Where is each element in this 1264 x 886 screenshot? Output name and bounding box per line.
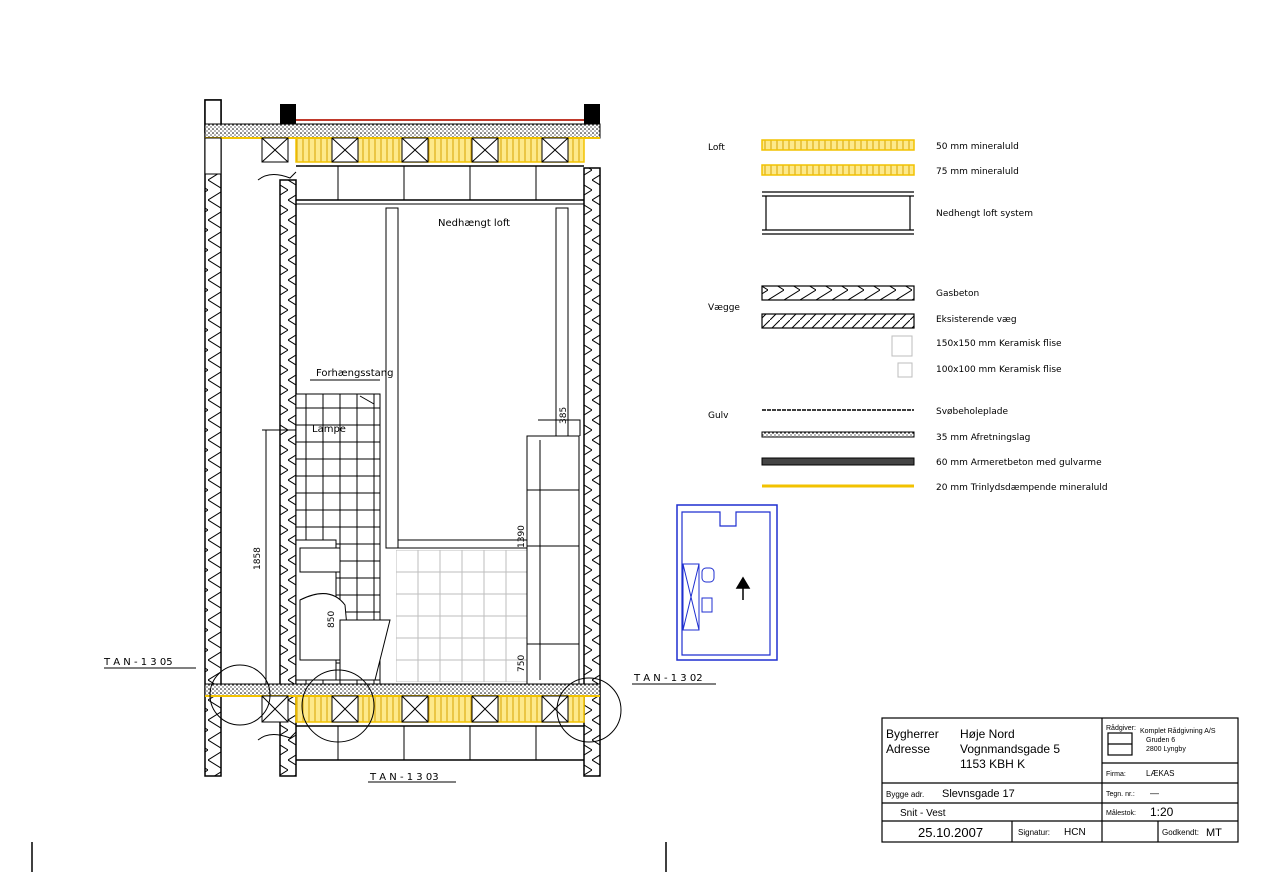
legend-item-50mm: 50 mm mineraluld — [936, 142, 1019, 152]
adresse-line2: 1153 KBH K — [960, 757, 1025, 771]
shower-screen-frame — [385, 207, 399, 549]
dimension-850: 850 — [327, 611, 337, 628]
firma-value: LÆKAS — [1146, 769, 1174, 778]
adresse-line1: Vognmandsgade 5 — [960, 742, 1060, 756]
section-ref-right: T A N - 1 3 02 — [633, 673, 703, 684]
maalestok-label: Målestok: — [1106, 809, 1136, 817]
legend-item-levelling: 35 mm Afretningslag — [936, 433, 1030, 443]
signatur-label: Signatur: — [1018, 828, 1050, 837]
section-drawing: Nedhængt loft Forhængsstang Lampe 1858 8… — [103, 99, 716, 783]
legend-item-concrete: 60 mm Armeretbeton med gulvarme — [936, 458, 1102, 468]
dimension-1390: 1390 — [517, 525, 527, 548]
right-wall — [583, 167, 601, 777]
legend-item-plate: Svøbeholeplade — [936, 407, 1008, 417]
bygherre-value: Høje Nord — [960, 727, 1015, 741]
snit-label: Snit - Vest — [900, 808, 946, 819]
legend-item-ceiling-system: Nedhengt loft system — [936, 209, 1033, 219]
legend: Loft Vægge Gulv 50 mm mineraluld 75 mm m… — [708, 139, 1108, 493]
tegn-label: Tegn. nr.: — [1106, 791, 1135, 798]
dimension-1858: 1858 — [253, 547, 263, 570]
dimension-385: 385 — [559, 407, 569, 424]
adresse-label: Adresse — [886, 742, 930, 756]
floor-slab — [204, 683, 601, 697]
legend-item-footstep: 20 mm Trinlydsdæmpende mineraluld — [936, 483, 1108, 493]
section-ref-bottom: T A N - 1 3 03 — [369, 772, 439, 783]
godkendt-label: Godkendt: — [1162, 828, 1199, 837]
legend-item-tile-150: 150x150 mm Keramisk flise — [936, 339, 1062, 349]
title-block: Bygherrer Høje Nord Adresse Vognmandsgad… — [881, 717, 1239, 843]
tegn-value: — — [1150, 788, 1159, 798]
curtain-rod-label: Forhængsstang — [316, 368, 393, 379]
lamp-label: Lampe — [312, 424, 346, 435]
raadgiver-label: Rådgiver: — [1106, 724, 1136, 732]
raadgiver-line1: Komplet Rådgivning A/S — [1140, 727, 1216, 735]
maalestok-value: 1:20 — [1150, 805, 1174, 819]
firma-label: Firma: — [1106, 771, 1126, 778]
legend-group-loft: Loft — [708, 143, 725, 153]
floor-tiles — [396, 550, 528, 682]
raadgiver-line3: 2800 Lyngby — [1146, 746, 1186, 753]
legend-item-75mm: 75 mm mineraluld — [936, 167, 1019, 177]
dimension-750: 750 — [517, 655, 527, 672]
legend-group-vaegge: Vægge — [708, 303, 740, 313]
godkendt-value: MT — [1206, 827, 1222, 839]
roof-slab — [204, 123, 601, 139]
bygge-adresse-value: Slevnsgade 17 — [942, 788, 1015, 800]
ceiling-label: Nedhængt loft — [438, 218, 510, 229]
bygge-adresse-label: Bygge adr. — [886, 790, 924, 799]
signatur-value: HCN — [1064, 827, 1086, 838]
bygherre-label: Bygherrer — [886, 727, 939, 741]
north-arrow-icon — [735, 576, 751, 600]
legend-item-gasbeton: Gasbeton — [936, 289, 979, 299]
raadgiver-line2: Gruden 6 — [1146, 737, 1175, 744]
section-ref-left: T A N - 1 3 05 — [103, 657, 173, 668]
key-plan — [676, 504, 778, 661]
date-value: 25.10.2007 — [918, 825, 983, 840]
legend-item-tile-100: 100x100 mm Keramisk flise — [936, 365, 1062, 375]
legend-group-gulv: Gulv — [708, 411, 729, 421]
legend-item-existing-wall: Eksisterende væg — [936, 315, 1017, 325]
